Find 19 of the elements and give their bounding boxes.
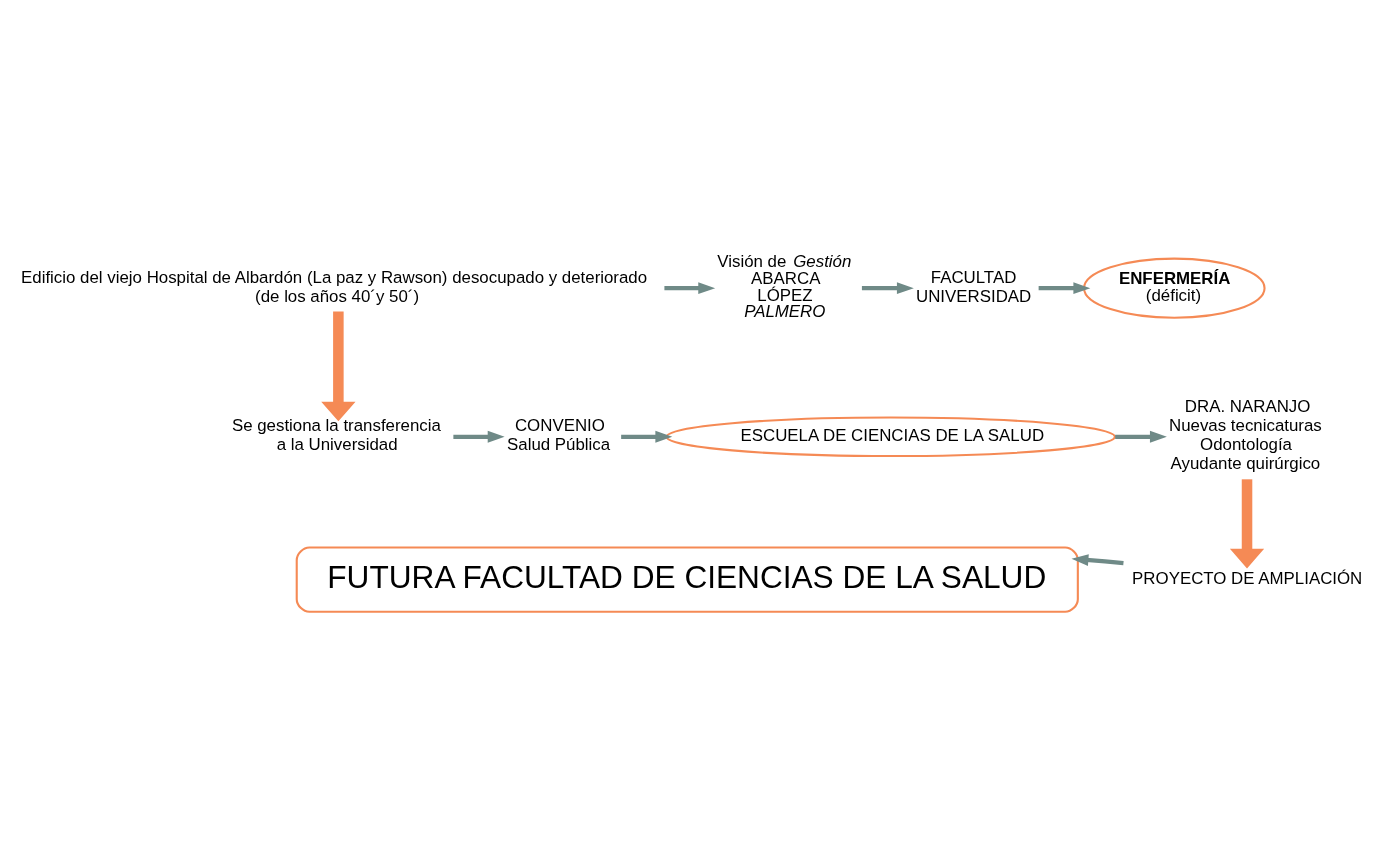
arrow bbox=[621, 430, 673, 443]
arrow bbox=[861, 282, 914, 295]
node-box: FUTURA FACULTAD DE CIENCIAS DE LA SALUD bbox=[295, 546, 1079, 613]
arrow bbox=[1229, 479, 1265, 569]
node-ellipse: ENFERMERÍA (déficit) bbox=[1083, 257, 1266, 319]
arrow bbox=[1115, 430, 1167, 443]
node-text: CONVENIO Salud Pública bbox=[507, 416, 611, 455]
node-text: Se gestiona la transferencia a la Universidad bbox=[231, 416, 441, 455]
node-text: DRA. NARANJO Nuevas tecnicaturas Odontología Ayudante quirúrgico bbox=[1169, 397, 1322, 474]
node-text: Edificio del viejo Hospital de Albardón (La paz y Rawson) desocupado y deteriorado (de los años 40´y 50´) bbox=[21, 267, 648, 306]
node-text: Visión de Gestión ABARCA LÓPEZ PALMERO bbox=[717, 251, 852, 322]
arrow bbox=[664, 282, 716, 295]
node-ellipse: ESCUELA DE CIENCIAS DE LA SALUD bbox=[665, 416, 1116, 458]
node-text: FACULTAD UNIVERSIDAD bbox=[916, 267, 1032, 306]
arrow bbox=[1038, 282, 1091, 295]
arrow bbox=[1071, 554, 1124, 566]
arrow bbox=[453, 430, 505, 443]
arrow bbox=[321, 311, 356, 422]
node-text: PROYECTO DE AMPLIACIÓN bbox=[1132, 568, 1363, 588]
